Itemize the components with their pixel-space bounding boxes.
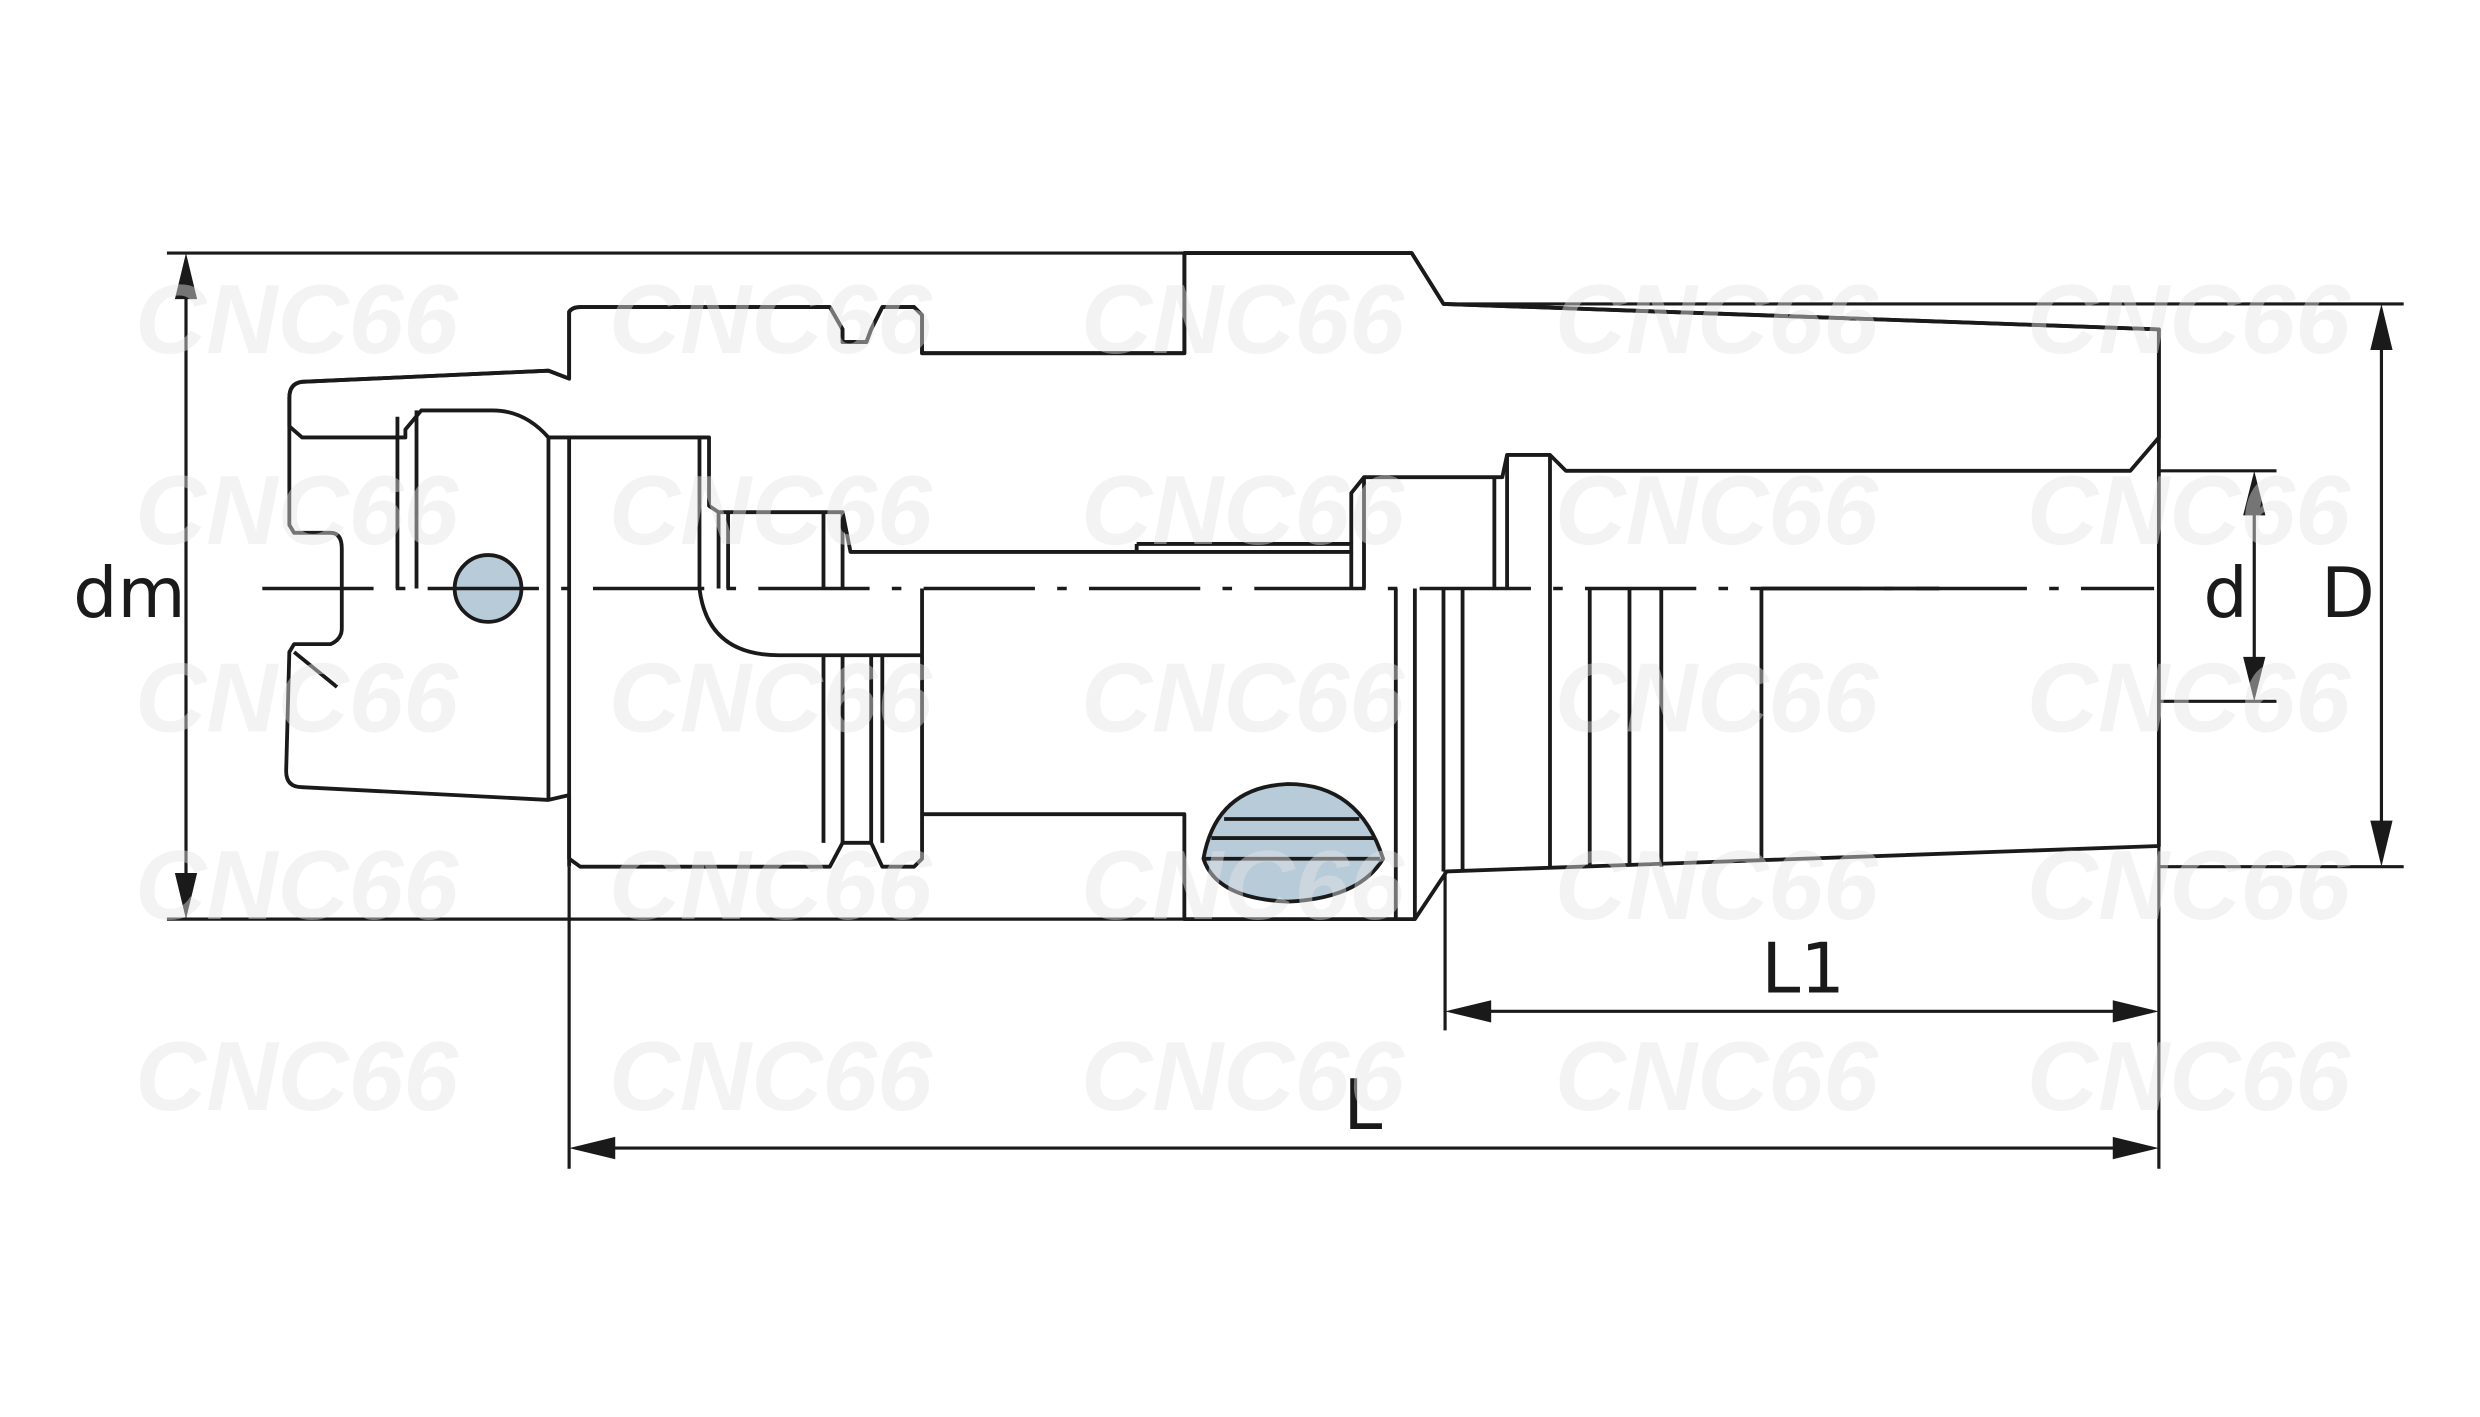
dim-label-d: d — [2203, 553, 2247, 634]
watermark-text: CNC66 — [2027, 455, 2351, 565]
watermark-text: CNC66 — [1555, 455, 1879, 565]
watermark-text: CNC66 — [2027, 264, 2351, 374]
section-hatch — [287, 251, 2161, 554]
dim-label-L: L — [1343, 1065, 1382, 1146]
watermark-text: CNC66 — [1081, 830, 1405, 940]
dim-label-L1: L1 — [1761, 928, 1844, 1009]
watermark-text: CNC66 — [609, 643, 933, 753]
watermark-text: CNC66 — [609, 1021, 933, 1131]
watermark-text: CNC66 — [1081, 264, 1405, 374]
watermark-text: CNC66 — [135, 264, 459, 374]
watermark-text: CNC66 — [1555, 1021, 1879, 1131]
internal-lines — [292, 410, 1940, 920]
watermark-text: CNC66 — [1081, 1021, 1405, 1131]
dim-label-dm: dm — [73, 553, 186, 634]
watermark-text: CNC66 — [2027, 643, 2351, 753]
dim-label-D: D — [2321, 553, 2375, 634]
watermark-text: CNC66 — [2027, 830, 2351, 940]
watermark-layer: CNC66CNC66CNC66CNC66CNC66CNC66CNC66CNC66… — [135, 264, 2351, 1131]
watermark-text: CNC66 — [135, 455, 459, 565]
watermark-text: CNC66 — [135, 1021, 459, 1131]
watermark-text: CNC66 — [1555, 643, 1879, 753]
watermark-text: CNC66 — [609, 264, 933, 374]
watermark-text: CNC66 — [1555, 264, 1879, 374]
watermark-text: CNC66 — [2027, 1021, 2351, 1131]
watermark-text: CNC66 — [135, 643, 459, 753]
watermark-text: CNC66 — [1081, 455, 1405, 565]
watermark-text: CNC66 — [609, 830, 933, 940]
watermark-text: CNC66 — [609, 455, 933, 565]
watermark-text: CNC66 — [1555, 830, 1879, 940]
watermark-text: CNC66 — [135, 830, 459, 940]
dimension-lines — [166, 251, 2404, 1169]
watermark-text: CNC66 — [1081, 643, 1405, 753]
